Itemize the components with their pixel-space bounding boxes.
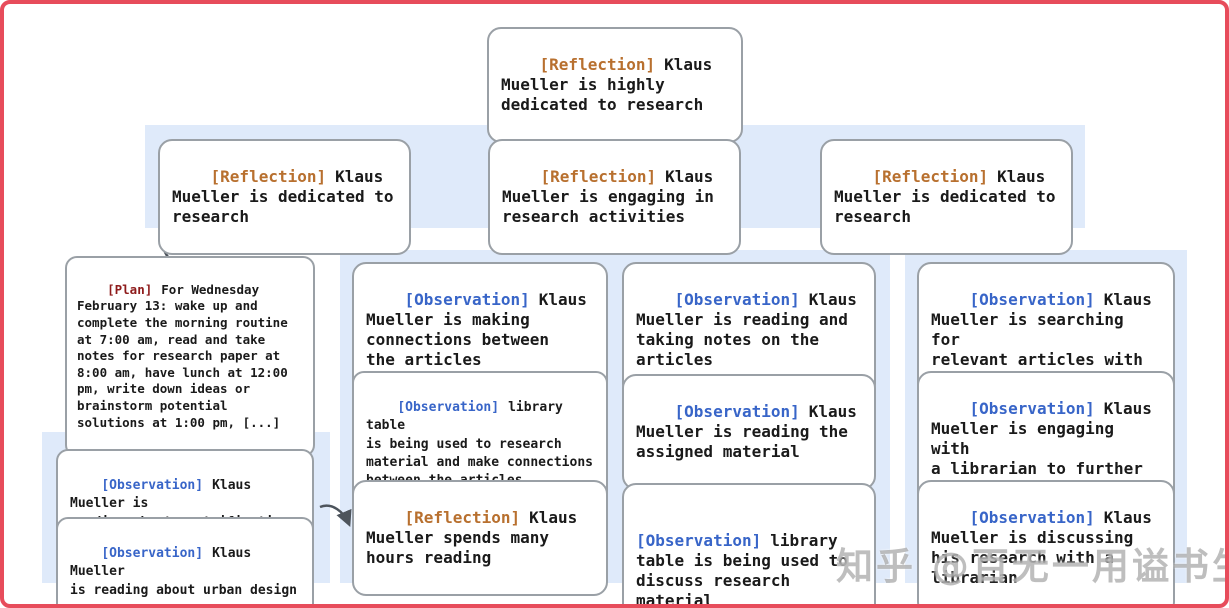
reflection-tag: [Reflection] — [404, 508, 521, 527]
node-text: For Wednesday February 13: wake up and c… — [77, 281, 288, 430]
memory-node-reflection-left: [Reflection]Klaus Mueller is dedicated t… — [158, 139, 411, 255]
memory-node-obs-library-table-discuss: [Observation]library table is being used… — [622, 483, 876, 608]
reflection-tag: [Reflection] — [539, 55, 656, 74]
observation-tag: [Observation] — [674, 290, 800, 309]
node-text: Klaus Mueller is highly dedicated to res… — [501, 55, 713, 114]
observation-tag: [Observation] — [969, 399, 1095, 418]
reflection-tag: [Reflection] — [210, 167, 327, 186]
node-text: Klaus Mueller is engaging in research ac… — [502, 167, 714, 226]
observation-tag: [Observation] — [101, 546, 204, 562]
node-text: Klaus Mueller is reading the assigned ma… — [636, 402, 857, 461]
observation-tag: [Observation] — [969, 508, 1095, 527]
observation-tag: [Observation] — [674, 402, 800, 421]
observation-tag: [Observation] — [636, 531, 762, 550]
observation-tag: [Observation] — [404, 290, 530, 309]
observation-tag: [Observation] — [101, 478, 204, 494]
observation-tag: [Observation] — [969, 290, 1095, 309]
memory-node-reflection-middle: [Reflection]Klaus Mueller is engaging in… — [488, 139, 741, 255]
memory-node-obs-discussing-research: [Observation]Klaus Mueller is discussing… — [917, 480, 1175, 608]
reflection-tag: [Reflection] — [540, 167, 657, 186]
memory-node-root-reflection: [Reflection]Klaus Mueller is highly dedi… — [487, 27, 743, 143]
node-text: Klaus Mueller is reading and taking note… — [636, 290, 857, 369]
memory-node-plan: [Plan]For Wednesday February 13: wake up… — [65, 256, 315, 457]
plan-tag: [Plan] — [107, 281, 153, 297]
node-text: Klaus Mueller is reading about urban des… — [70, 546, 297, 598]
observation-tag: [Observation] — [397, 400, 500, 416]
node-text: Klaus Mueller is discussing his research… — [931, 508, 1152, 587]
memory-node-obs-urban-design: [Observation]Klaus Mueller is reading ab… — [56, 517, 314, 608]
memory-node-reflection-hours-reading: [Reflection]Klaus Mueller spends many ho… — [352, 480, 608, 596]
node-text: Klaus Mueller is making connections betw… — [366, 290, 587, 369]
node-text: Klaus Mueller is dedicated to research — [172, 167, 394, 226]
memory-node-obs-assigned-material: [Observation]Klaus Mueller is reading th… — [622, 374, 876, 490]
node-text: Klaus Mueller is dedicated to research — [834, 167, 1056, 226]
memory-node-reflection-right: [Reflection]Klaus Mueller is dedicated t… — [820, 139, 1073, 255]
node-text: library table is being used to discuss r… — [636, 531, 848, 608]
node-text: Klaus Mueller spends many hours reading — [366, 508, 578, 567]
reflection-tag: [Reflection] — [872, 167, 989, 186]
